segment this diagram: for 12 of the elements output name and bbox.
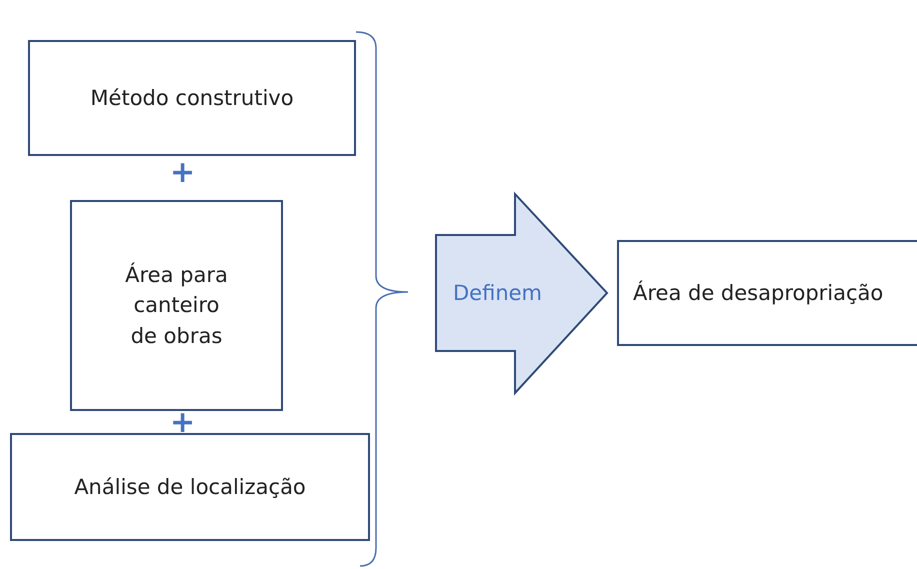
process-box: [10, 433, 370, 541]
plus-sign: +: [170, 158, 196, 188]
block-arrow: [435, 193, 608, 394]
box-label: Método construtivo: [90, 84, 294, 112]
process-box: [617, 240, 917, 346]
box-label: Análise de localização: [74, 474, 306, 501]
process-box: [70, 200, 283, 411]
plus-sign: +: [170, 408, 196, 438]
box-label: Área de desapropriação: [633, 280, 884, 307]
process-box: [28, 40, 356, 156]
arrow-label: Definem: [453, 280, 542, 308]
box-label: Área para canteiro de obras: [124, 262, 229, 350]
